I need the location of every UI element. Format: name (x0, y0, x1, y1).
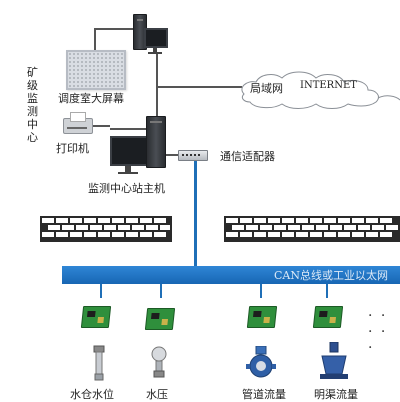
acquisition-board-1 (80, 306, 112, 328)
water-pressure-sensor-icon (151, 346, 167, 378)
drop-1 (100, 284, 102, 298)
printer-label: 打印机 (56, 142, 89, 155)
sensor-label-water-pressure: 水压 (146, 388, 168, 401)
wire-adapter-bus (194, 159, 197, 267)
host-server-tower (146, 116, 166, 168)
more-devices-ellipsis: · · · · · (368, 308, 388, 356)
dispatch-big-screen (66, 50, 126, 90)
wire-to-lan (156, 86, 242, 88)
wire-right-trunk (156, 52, 158, 118)
can-bus (62, 266, 400, 284)
sensor-label-pipe-flow: 管道流量 (242, 388, 286, 401)
cloud-outline (241, 71, 379, 109)
cloud-tail (377, 95, 400, 101)
lan-label: 局域网 (250, 82, 283, 95)
internet-label: INTERNET (300, 80, 357, 91)
wire-printer-host (110, 128, 146, 130)
brick-wall-left (40, 216, 172, 242)
drop-3 (260, 284, 262, 298)
wire-host-adapter (164, 154, 178, 156)
network-cloud (241, 71, 400, 109)
monitoring-center-label: 矿级监测中心 (27, 66, 38, 144)
acquisition-board-2 (144, 308, 176, 330)
dispatch-screen-label: 调度室大屏幕 (58, 92, 124, 105)
wire-printer (92, 125, 110, 127)
wire-top-horizontal (94, 28, 134, 30)
bus-label: CAN总线或工业以太网 (274, 269, 388, 282)
communication-adapter (178, 150, 208, 161)
printer-icon (63, 112, 93, 134)
drop-4 (326, 284, 328, 298)
acquisition-board-4 (312, 306, 344, 328)
wire-screen-top (94, 28, 96, 50)
host-label: 监测中心站主机 (88, 182, 165, 195)
brick-wall-right (224, 216, 400, 242)
open-channel-flow-sensor-icon (320, 342, 348, 379)
water-level-sensor-icon (93, 345, 105, 381)
adapter-label: 通信适配器 (220, 150, 275, 163)
acquisition-board-3 (246, 306, 278, 328)
sensor-label-open-channel-flow: 明渠流量 (314, 388, 358, 401)
sensor-label-water-level: 水仓水位 (70, 388, 114, 401)
drop-2 (160, 284, 162, 298)
pipe-flow-sensor-icon (246, 346, 276, 378)
